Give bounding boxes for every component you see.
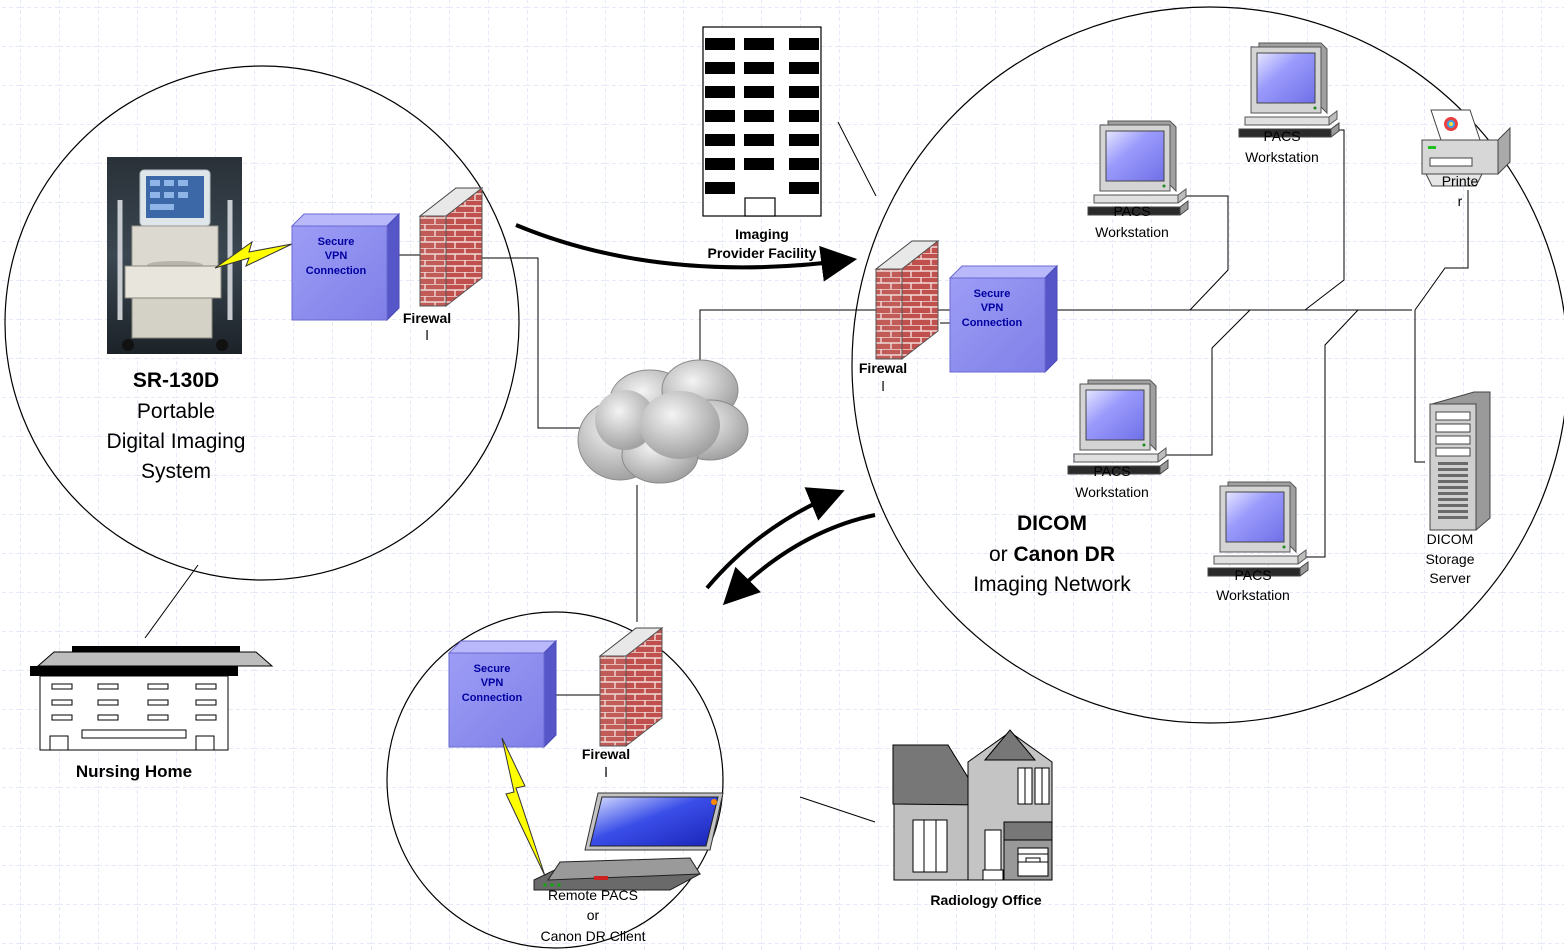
workstation-label-line2: Workstation xyxy=(1245,149,1319,165)
network-line3: Imaging Network xyxy=(973,573,1131,596)
vpn-line1: Secure xyxy=(974,288,1011,300)
printer-icon xyxy=(1421,109,1511,187)
printer-label-line2: r xyxy=(1458,193,1463,209)
network-line1: DICOM xyxy=(1017,512,1087,535)
firewall-label-group: Firewal Firewal xyxy=(582,360,907,762)
remote-client-line1: Remote PACS xyxy=(548,887,638,903)
remote-client-line3: Canon DR Client xyxy=(540,928,645,944)
remote-client-label: Remote PACS or Canon DR Client xyxy=(540,887,645,944)
vpn-line3: Connection xyxy=(962,317,1023,329)
radiology-office-house-icon xyxy=(892,729,1053,881)
firewall-label-line2: l xyxy=(604,764,607,780)
network-label: DICOM or Canon DR Imaging Network xyxy=(973,512,1131,596)
imaging-facility-line1: Imaging xyxy=(735,226,789,242)
printer-label: Printe r xyxy=(1442,173,1479,209)
pacs-workstation-1 xyxy=(1087,120,1189,216)
sr130d-line1: Portable xyxy=(137,400,215,423)
remote-wireless-link-icon xyxy=(501,737,546,877)
sr130d-line3: System xyxy=(141,460,211,483)
sr130d-site-circle xyxy=(4,65,520,581)
firewall-label-line1: Firewal xyxy=(859,360,907,376)
remote-client-circle xyxy=(386,611,724,949)
internet-cloud-icon xyxy=(577,359,749,484)
remote-client-line2: or xyxy=(587,907,600,923)
sr130d-name: SR-130D xyxy=(133,369,219,392)
vpn-line1: Secure xyxy=(318,236,355,248)
vpn-line1: Secure xyxy=(474,663,511,675)
firewall-label-group: l l xyxy=(604,378,884,780)
workstation-labels: PACS Workstation PACS Workstation PACS W… xyxy=(1075,128,1319,603)
workstation-label-line2: Workstation xyxy=(1075,484,1149,500)
workstation-label-line1: PACS xyxy=(1113,203,1150,219)
network-canon-dr-text: Canon DR xyxy=(1014,543,1116,566)
vpn-line2: VPN xyxy=(325,250,348,262)
sr130d-line2: Digital Imaging xyxy=(107,430,246,453)
workstation-label-line1: PACS xyxy=(1093,463,1130,479)
printer-label-line1: Printe xyxy=(1442,173,1479,189)
storage-server-label: DICOM Storage Server xyxy=(1425,531,1474,586)
storage-server-line3: Server xyxy=(1429,570,1471,586)
network-or-text: or xyxy=(989,543,1014,566)
imaging-facility-line2: Provider Facility xyxy=(708,245,817,261)
vpn-line3: Connection xyxy=(306,265,367,277)
firewall-label-line1: Firewal xyxy=(403,310,451,326)
arrow-to-network xyxy=(515,223,858,282)
firewall-label-line2: l xyxy=(425,327,428,343)
vpn-line3: Connection xyxy=(462,692,523,704)
nursing-home-building-icon xyxy=(30,646,274,751)
storage-server-line2: Storage xyxy=(1425,551,1474,567)
sr130d-device-image xyxy=(107,157,242,354)
firewall-label-group: l xyxy=(425,327,428,343)
arrow-client-to-network xyxy=(705,487,845,590)
vpn-line2: VPN xyxy=(481,677,504,689)
remote-laptop-icon xyxy=(533,792,724,891)
imaging-facility-label: Imaging Provider Facility xyxy=(708,226,817,261)
pacs-workstation-2 xyxy=(1238,42,1340,138)
pacs-workstation-3 xyxy=(1067,379,1169,475)
imaging-facility-building-icon xyxy=(702,26,822,217)
firewall-labels: Firewal xyxy=(403,310,451,326)
firewall-label-line2: l xyxy=(881,378,884,394)
workstation-label-line1: PACS xyxy=(1263,128,1300,144)
workstation-label-line2: Workstation xyxy=(1216,587,1290,603)
firewall-label-line1: Firewal xyxy=(582,746,630,762)
connection-lines xyxy=(144,121,1469,823)
workstation-label-line1: PACS xyxy=(1234,567,1271,583)
nursing-home-label: Nursing Home xyxy=(76,762,192,781)
imaging-network-circle xyxy=(851,6,1564,724)
workstation-label-line2: Workstation xyxy=(1095,224,1169,240)
pacs-workstation-4 xyxy=(1207,481,1309,577)
storage-server-icon xyxy=(1429,391,1491,531)
storage-server-line1: DICOM xyxy=(1427,531,1474,547)
network-line2: or Canon DR xyxy=(989,543,1115,566)
arrow-network-to-client xyxy=(722,513,876,606)
sr130d-label: SR-130D Portable Digital Imaging System xyxy=(107,369,246,483)
vpn-line2: VPN xyxy=(981,302,1004,314)
radiology-office-label: Radiology Office xyxy=(930,892,1041,908)
data-flow-arrows xyxy=(515,223,876,606)
vpn-labels: Secure VPN Connection Secure VPN Connect… xyxy=(306,236,1023,704)
